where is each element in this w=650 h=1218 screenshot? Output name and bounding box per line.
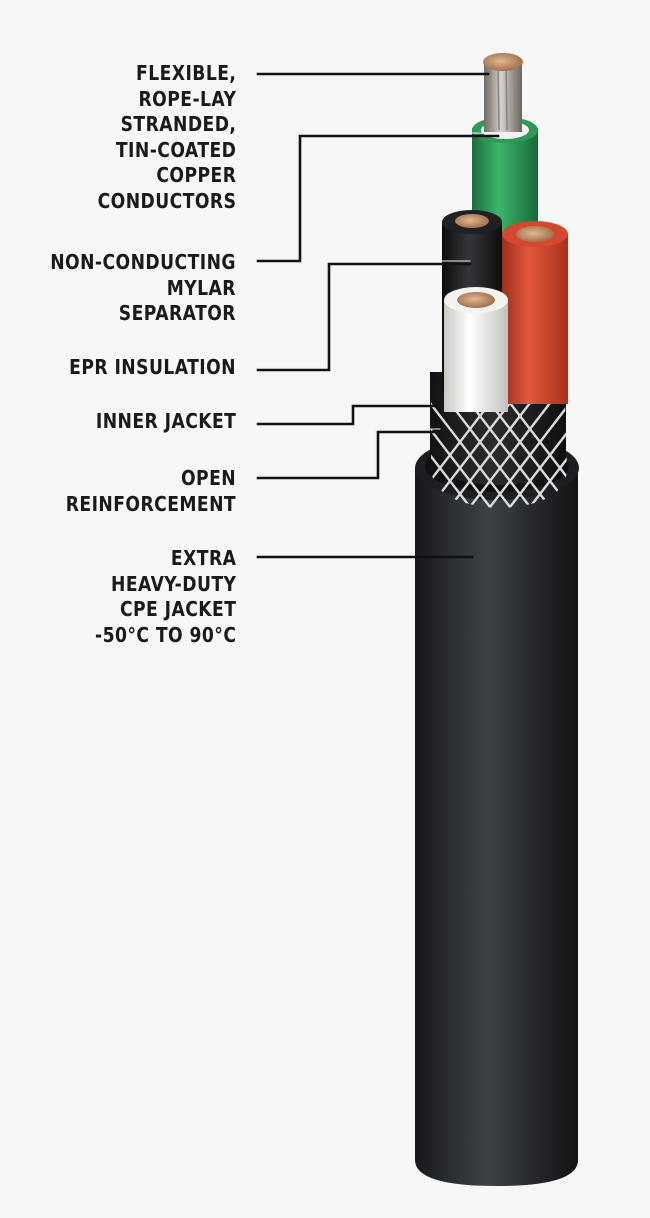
label-line: -50°C TO 90°C <box>94 622 236 647</box>
label-line: STRANDED, <box>120 112 236 136</box>
label-line: EPR INSULATION <box>69 355 236 379</box>
label-conductors: FLEXIBLE, ROPE-LAY STRANDED, TIN-COATED … <box>97 61 236 214</box>
label-outer-jacket: EXTRA HEAVY-DUTY CPE JACKET -50°C TO 90°… <box>95 546 236 648</box>
label-line: COPPER <box>155 163 236 187</box>
white-conductor <box>444 287 508 412</box>
leader-reinforcement-outline <box>257 428 441 476</box>
label-line: CONDUCTORS <box>97 188 236 213</box>
label-line: REINFORCEMENT <box>65 491 236 516</box>
label-line: OPEN <box>180 466 236 490</box>
red-conductor <box>502 221 568 404</box>
label-line: CPE JACKET <box>119 597 236 621</box>
leader-reinforcement <box>256 430 442 480</box>
label-separator: NON-CONDUCTING MYLAR SEPARATOR <box>50 250 236 327</box>
label-line: MYLAR <box>166 275 236 300</box>
label-inner-jacket: INNER JACKET <box>96 409 236 435</box>
label-line: INNER JACKET <box>95 409 236 433</box>
leader-inner-jacket <box>256 404 438 426</box>
outer-cpe-jacket <box>415 436 579 1186</box>
label-reinforcement: OPEN REINFORCEMENT <box>66 466 236 517</box>
label-line: NON-CONDUCTING <box>50 250 236 274</box>
open-reinforcement-mesh <box>431 400 567 508</box>
tin-coated-strands <box>483 53 523 132</box>
leader-lines <box>256 72 500 559</box>
label-insulation: EPR INSULATION <box>69 355 236 381</box>
leader-separator <box>256 134 500 263</box>
label-line: ROPE-LAY <box>138 86 236 111</box>
leader-insulation-outline <box>257 260 471 368</box>
label-line: SEPARATOR <box>118 301 236 325</box>
label-line: HEAVY-DUTY <box>110 571 236 596</box>
label-line: TIN-COATED <box>115 137 236 162</box>
label-line: FLEXIBLE, <box>135 61 236 85</box>
leader-insulation <box>256 262 472 372</box>
label-line: EXTRA <box>170 546 236 570</box>
leader-separator-outline <box>257 132 499 259</box>
